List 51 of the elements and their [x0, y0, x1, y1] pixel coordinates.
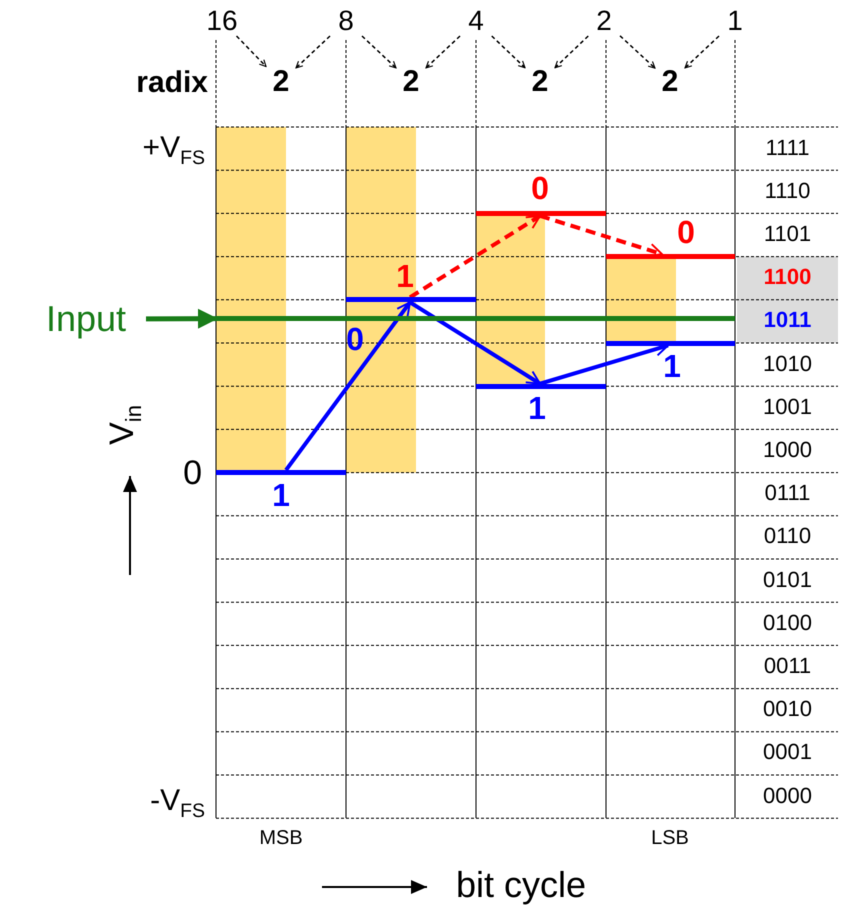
code-value: 0010 — [762, 698, 813, 720]
code-value: 1001 — [762, 396, 813, 418]
code-value: 0001 — [762, 741, 813, 764]
arrow — [554, 35, 589, 68]
arrow — [491, 35, 526, 68]
axis-label: 0 — [182, 456, 202, 490]
bit-value: 1 — [662, 350, 682, 382]
input-label: Input — [26, 300, 146, 338]
code-value: 0011 — [762, 655, 812, 677]
bit-value: 1 — [271, 478, 291, 511]
code-value: 1111 — [764, 136, 811, 159]
code-value: 1010 — [762, 352, 813, 375]
arrow — [284, 301, 412, 472]
arrow — [408, 300, 542, 386]
axis-title: radix — [135, 68, 208, 98]
weight-number: 8 — [330, 6, 362, 36]
arrow — [408, 214, 542, 299]
axis-label: -V$_{FS}$ — [149, 786, 205, 822]
radix-value: 2 — [266, 66, 296, 98]
axis-title: bit cycle — [456, 867, 588, 903]
arrow — [295, 35, 331, 68]
code-value: 1101 — [762, 223, 812, 245]
code-value: 1110 — [764, 180, 812, 202]
bit-value: 1 — [527, 392, 547, 424]
code-value: 0111 — [764, 482, 812, 504]
code-value: 1011 — [762, 309, 812, 332]
radix-value: 2 — [525, 66, 555, 98]
code-value: 0101 — [762, 568, 813, 591]
weight-number: 2 — [588, 6, 620, 36]
code-value: 1000 — [762, 439, 813, 461]
bit-value: 1 — [395, 260, 415, 292]
code-value: 0000 — [762, 784, 813, 807]
weight-number: 4 — [460, 6, 492, 36]
arrow — [620, 35, 656, 69]
arrow — [236, 35, 267, 68]
bit-value: 0 — [530, 172, 550, 204]
arrow — [146, 308, 218, 329]
arrow — [425, 35, 461, 68]
arrow — [361, 35, 397, 68]
bit-position-label: MSB — [258, 828, 304, 848]
weight-number: 1 — [719, 6, 751, 36]
radix-value: 2 — [396, 66, 426, 98]
axis-label: +V$_{FS}$ — [142, 133, 205, 168]
code-value: 1100 — [762, 266, 812, 288]
code-value: 0100 — [762, 612, 813, 634]
bit-value: 0 — [676, 216, 696, 248]
bit-position-label: LSB — [650, 828, 690, 848]
radix-value: 2 — [655, 66, 685, 98]
weight-number: 16 — [200, 6, 244, 36]
code-value: 0110 — [762, 525, 812, 548]
arrow — [684, 35, 720, 68]
